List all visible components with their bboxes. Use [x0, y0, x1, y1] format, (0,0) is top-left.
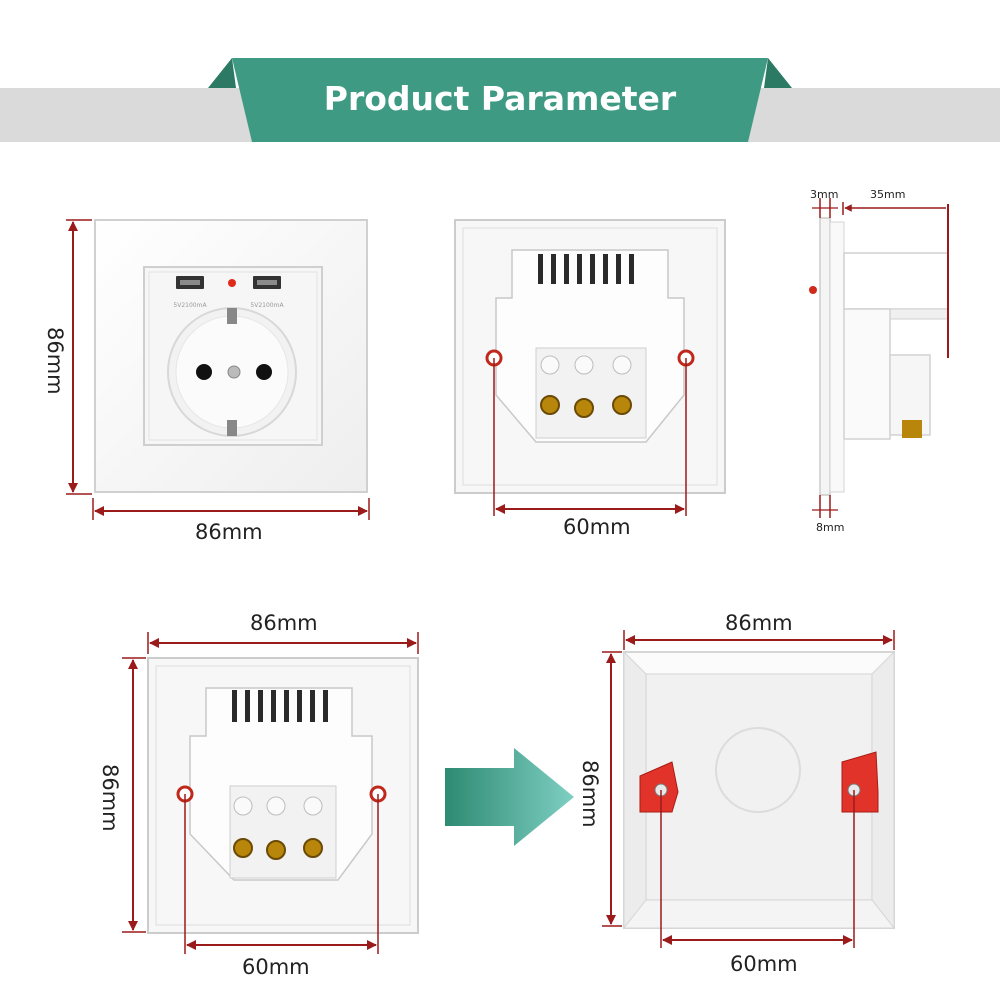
banner-right-fold	[764, 58, 792, 88]
vent-slots	[538, 254, 634, 284]
earth-clip-top	[227, 308, 237, 324]
mounting-box-view	[602, 630, 896, 948]
installed-hole-spacing-label: 60mm	[242, 955, 310, 979]
knockout-center	[715, 727, 801, 813]
usb-right-marking: 5V2100mA	[250, 302, 284, 309]
box-hole-spacing-label: 60mm	[730, 952, 798, 976]
side-view	[809, 198, 949, 518]
back-installed-view	[122, 632, 419, 954]
side-body	[843, 252, 949, 310]
installed-vent-slots	[232, 690, 328, 722]
installed-width-label: 86mm	[250, 611, 318, 635]
terminal-left	[540, 395, 560, 415]
indicator-led	[228, 279, 236, 287]
front-view: 5V2100mA 5V2100mA	[66, 219, 370, 520]
title-banner	[208, 58, 792, 142]
arrow-right-icon	[445, 748, 574, 846]
banner-body	[232, 58, 768, 142]
side-depth-label: 35mm	[870, 188, 906, 201]
front-height-label: 86mm	[43, 327, 67, 395]
front-width-label: 86mm	[195, 520, 263, 544]
pin-hole-right	[256, 364, 272, 380]
terminal-center	[574, 398, 594, 418]
pin-hole-left	[196, 364, 212, 380]
box-width-label: 86mm	[725, 611, 793, 635]
page-title: Product Parameter	[323, 79, 677, 118]
usb-left-marking: 5V2100mA	[173, 302, 207, 309]
side-front-thickness-label: 3mm	[810, 188, 839, 201]
red-clip-right	[841, 751, 879, 813]
box-height-label: 86mm	[578, 760, 602, 828]
banner-left-fold	[208, 58, 236, 88]
side-front-plate	[819, 217, 831, 496]
side-base-label: 8mm	[816, 521, 845, 534]
back-hole-spacing-label: 60mm	[563, 515, 631, 539]
terminal-right	[612, 395, 632, 415]
center-screw	[227, 365, 241, 379]
installed-height-label: 86mm	[98, 764, 122, 832]
back-view	[454, 219, 726, 516]
earth-clip-bottom	[227, 420, 237, 436]
